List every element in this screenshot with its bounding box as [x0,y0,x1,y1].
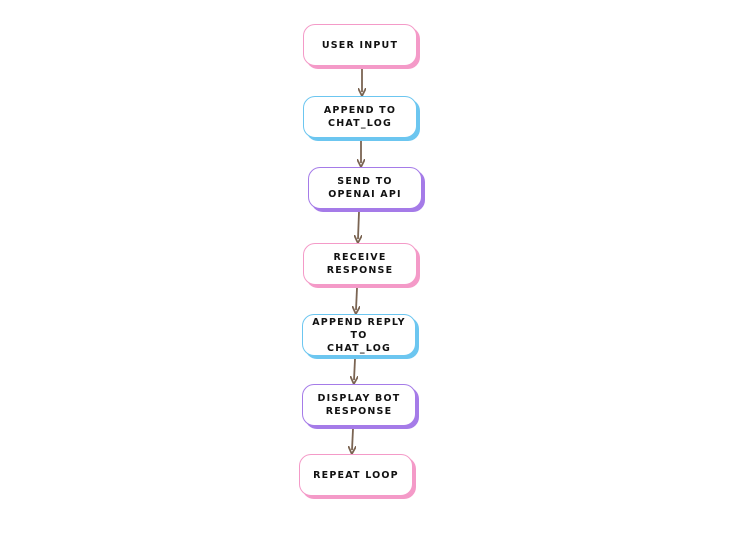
node-display-bot-response: DISPLAY BOT RESPONSE [302,384,416,426]
node-append-reply-to-chat-log: APPEND REPLY TO CHAT_LOG [302,314,416,356]
node-label: RECEIVE RESPONSE [326,252,394,276]
node-receive-response: RECEIVE RESPONSE [303,243,417,285]
node-append-to-chat-log: APPEND TO CHAT_LOG [303,96,417,138]
connector-arrow [356,287,357,310]
node-send-to-openai-api: SEND TO OPENAI API [308,167,422,209]
node-user-input: USER INPUT [303,24,417,66]
node-label: APPEND TO CHAT_LOG [323,105,397,129]
node-label: USER INPUT [321,39,399,51]
node-label: APPEND REPLY TO CHAT_LOG [312,316,406,354]
connector-arrow [354,358,355,380]
connector-arrow [358,211,359,239]
node-label: SEND TO OPENAI API [328,176,402,200]
node-repeat-loop: REPEAT LOOP [299,454,413,496]
node-label: REPEAT LOOP [313,469,399,481]
node-label: DISPLAY BOT RESPONSE [317,393,401,417]
connector-arrow [352,428,353,450]
